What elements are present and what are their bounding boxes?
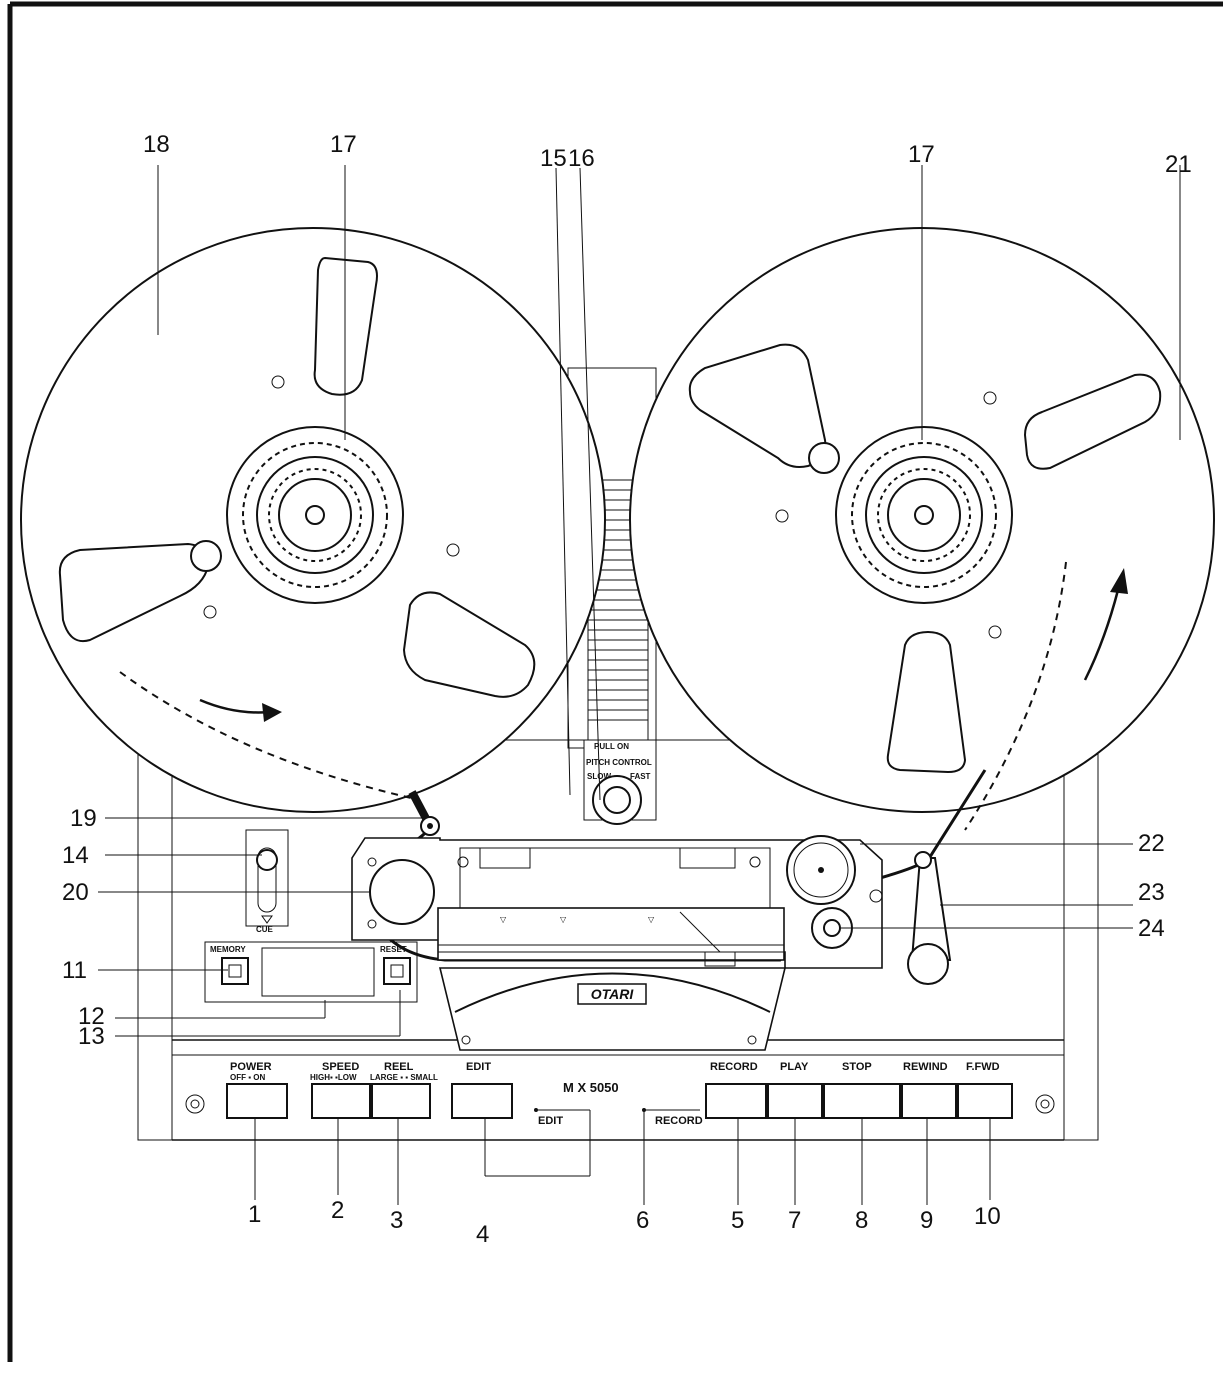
callout-18: 18: [143, 131, 170, 158]
callout-8: 8: [855, 1207, 868, 1234]
callout-4: 4: [476, 1221, 489, 1248]
callout-7: 7: [788, 1207, 801, 1234]
svg-text:▽: ▽: [648, 915, 655, 924]
callout-numbers: 18 17 15 16 17 21 19 14 20 11 12 13 22 2…: [62, 131, 1192, 1248]
edit-indicator-label: EDIT: [538, 1115, 563, 1127]
reset-label: RESET: [380, 945, 407, 954]
cue-label: CUE: [256, 925, 274, 934]
stop-button[interactable]: [823, 1083, 901, 1119]
record-label: RECORD: [710, 1061, 758, 1073]
power-sub-label: OFF ▪ ON: [230, 1073, 266, 1082]
callout-3: 3: [390, 1207, 403, 1234]
transport-controls: POWER OFF ▪ ON SPEED HIGH▪ ▪LOW REEL LAR…: [185, 1061, 1055, 1127]
supply-reel[interactable]: [20, 227, 606, 813]
cue-lever-slot: [245, 829, 289, 927]
edit-button[interactable]: [451, 1083, 513, 1119]
svg-text:▽: ▽: [560, 915, 567, 924]
callout-12: 12: [78, 1003, 105, 1030]
model-label: M X 5050: [563, 1080, 619, 1095]
callout-13: 13: [78, 1023, 105, 1050]
reel-window: [1023, 373, 1162, 470]
reel-sub-label: LARGE ▪ ▪ SMALL: [370, 1073, 438, 1082]
callout-17-right: 17: [908, 141, 935, 168]
cue-lever-knob[interactable]: [256, 849, 278, 871]
callout-11: 11: [62, 957, 87, 984]
speed-sub-label: HIGH▪ ▪LOW: [310, 1073, 357, 1082]
power-button[interactable]: [226, 1083, 288, 1119]
reel-window: [886, 630, 967, 774]
callout-23: 23: [1138, 879, 1165, 906]
callout-9: 9: [920, 1207, 933, 1234]
brand-logo: OTARI: [591, 986, 635, 1002]
callout-6: 6: [636, 1207, 649, 1234]
callout-10: 10: [974, 1203, 1001, 1230]
fast-forward-button[interactable]: [957, 1083, 1013, 1119]
play-button[interactable]: [767, 1083, 823, 1119]
callout-15: 15: [540, 145, 567, 172]
callout-14: 14: [62, 842, 89, 869]
callout-5: 5: [731, 1207, 744, 1234]
pull-on-label: PULL ON: [594, 742, 629, 751]
memory-button[interactable]: [221, 957, 249, 985]
reset-button[interactable]: [383, 957, 411, 985]
reel-window: [402, 591, 536, 698]
callout-22: 22: [1138, 830, 1165, 857]
callout-24: 24: [1138, 915, 1165, 942]
reel-label: REEL: [384, 1061, 414, 1073]
speed-label: SPEED: [322, 1061, 359, 1073]
head-cover: OTARI: [438, 967, 787, 1051]
callout-1: 1: [248, 1201, 261, 1228]
rewind-button[interactable]: [901, 1083, 957, 1119]
callout-16: 16: [568, 145, 595, 172]
reel-size-button[interactable]: [371, 1083, 431, 1119]
callout-20: 20: [62, 879, 89, 906]
record-button[interactable]: [705, 1083, 767, 1119]
callout-2: 2: [331, 1197, 344, 1224]
play-label: PLAY: [780, 1061, 809, 1073]
edit-label: EDIT: [466, 1061, 491, 1073]
speed-button[interactable]: [311, 1083, 371, 1119]
callout-19: 19: [70, 805, 97, 832]
stop-label: STOP: [842, 1061, 872, 1073]
record-indicator-label: RECORD: [655, 1115, 703, 1127]
tape-counter-panel: MEMORY RESET: [204, 941, 418, 1003]
callout-17-left: 17: [330, 131, 357, 158]
pitch-control-label: PITCH CONTROL: [586, 758, 652, 767]
head-assembly: ▽ ▽ ▽: [351, 837, 883, 969]
callout-leaders: [98, 165, 1181, 1205]
tension-roller: [369, 859, 435, 925]
reel-window: [313, 256, 378, 396]
counter-display: [261, 947, 375, 997]
takeup-reel[interactable]: [629, 227, 1215, 831]
rewind-label: REWIND: [903, 1061, 948, 1073]
svg-text:▽: ▽: [500, 915, 507, 924]
fast-label: FAST: [630, 772, 651, 781]
memory-label: MEMORY: [210, 945, 246, 954]
ffwd-label: F.FWD: [966, 1061, 1000, 1073]
callout-21: 21: [1165, 151, 1192, 178]
power-label: POWER: [230, 1061, 272, 1073]
